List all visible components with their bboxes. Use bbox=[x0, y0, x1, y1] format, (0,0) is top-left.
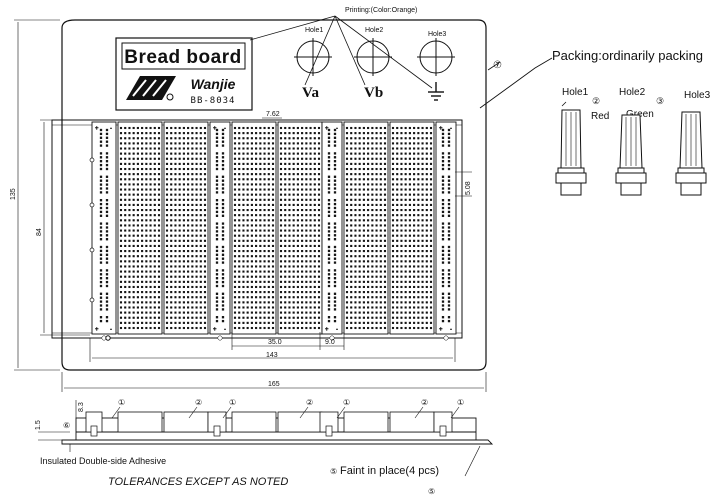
side-callout: ② bbox=[306, 398, 313, 407]
dim-row-marker bbox=[455, 171, 472, 197]
dim-width-143: 143 bbox=[266, 352, 278, 359]
ground-icon bbox=[428, 82, 444, 101]
faint-note: Faint in place(4 pcs) bbox=[340, 465, 439, 477]
strip-module bbox=[435, 121, 457, 335]
adhesive-note: Insulated Double-side Adhesive bbox=[40, 456, 166, 466]
strip-module bbox=[321, 121, 343, 335]
dim-side-83: 8.3 bbox=[78, 402, 85, 412]
logo-brand: Wanjie bbox=[191, 76, 236, 92]
packing-leader bbox=[479, 57, 553, 109]
dim-height-inner: 84 bbox=[36, 228, 43, 236]
callout-7: ⑦ bbox=[493, 60, 502, 71]
side-callout: ① bbox=[229, 398, 236, 407]
faint-num: ⑤ bbox=[428, 487, 435, 496]
hole1-label: Hole1 bbox=[305, 27, 323, 34]
svg-text:-: - bbox=[224, 327, 226, 333]
post2-label: Hole2 bbox=[619, 87, 646, 98]
svg-text:+: + bbox=[95, 126, 99, 132]
svg-text:-: - bbox=[110, 126, 112, 132]
svg-text:+: + bbox=[213, 126, 217, 132]
svg-text:+: + bbox=[213, 327, 217, 333]
dim-left bbox=[14, 19, 90, 371]
post2-num: ③ bbox=[656, 96, 664, 106]
hole3-label: Hole3 bbox=[428, 31, 446, 38]
post3-label: Hole3 bbox=[684, 90, 711, 101]
post-3: Hole3 bbox=[675, 90, 711, 196]
side-callout: ② bbox=[195, 398, 202, 407]
svg-text:+: + bbox=[325, 126, 329, 132]
printing-note: Printing:(Color:Orange) bbox=[345, 7, 417, 14]
logo-model: BB-8034 bbox=[191, 96, 236, 106]
post-2: Hole2 ③ Green bbox=[615, 87, 664, 196]
side-teeth bbox=[85, 411, 453, 437]
dim-bottom bbox=[61, 332, 487, 392]
hole2-label: Hole2 bbox=[365, 27, 383, 34]
post1-label: Hole1 bbox=[562, 87, 589, 98]
svg-text:-: - bbox=[224, 126, 226, 132]
svg-text:+: + bbox=[95, 327, 99, 333]
dim-side-15: 1.5 bbox=[35, 420, 42, 430]
callout-6: ⑥ bbox=[63, 421, 70, 430]
post1-color: Red bbox=[591, 111, 609, 122]
printing-leaders bbox=[249, 15, 433, 89]
side-dims bbox=[38, 400, 77, 441]
post1-num: ② bbox=[592, 96, 600, 106]
hole2-sub: Vb bbox=[364, 85, 383, 101]
side-callout: ① bbox=[118, 398, 125, 407]
breadboard-modules: + - + - + - + - + - + - + - + - bbox=[51, 119, 463, 341]
side-callout: ① bbox=[343, 398, 350, 407]
binding-posts: Hole1 ② Red Hole2 ③ Green Hole3 bbox=[555, 87, 711, 196]
packing-note: Packing:ordinarily packing bbox=[552, 48, 703, 63]
post-1: Hole1 ② Red bbox=[555, 87, 609, 196]
strip-module bbox=[91, 121, 117, 335]
svg-text:+: + bbox=[439, 327, 443, 333]
hole1-sub: Va bbox=[302, 85, 319, 101]
svg-text:-: - bbox=[336, 126, 338, 132]
logo-title: Bread board bbox=[124, 47, 241, 68]
dim-pitch: 7.62 bbox=[266, 111, 280, 118]
side-callout: ① bbox=[457, 398, 464, 407]
svg-text:-: - bbox=[110, 327, 112, 333]
dim-row: 5.08 bbox=[465, 181, 472, 195]
faint-leader bbox=[464, 445, 481, 477]
dim-width-165: 165 bbox=[268, 381, 280, 388]
dim-span-35: 35.0 bbox=[268, 339, 282, 346]
svg-text:-: - bbox=[336, 327, 338, 333]
strip-module bbox=[209, 121, 231, 335]
board-holes bbox=[294, 38, 455, 76]
dim-height-outer: 135 bbox=[10, 188, 17, 200]
tolerance-note: TOLERANCES EXCEPT AS NOTED bbox=[108, 476, 288, 488]
svg-text:-: - bbox=[450, 126, 452, 132]
faint-callout: ⑤ bbox=[330, 467, 337, 476]
svg-text:+: + bbox=[325, 327, 329, 333]
logo-block: Bread board Wanjie BB-8034 bbox=[115, 37, 253, 111]
board-top-view bbox=[61, 19, 487, 371]
svg-text:+: + bbox=[439, 126, 443, 132]
logo-mark bbox=[126, 76, 176, 101]
svg-text:-: - bbox=[450, 327, 452, 333]
side-callout: ② bbox=[421, 398, 428, 407]
dim-span-9: 9.0 bbox=[325, 339, 335, 346]
side-callouts: ① ② ① ② ① ② ① bbox=[111, 398, 464, 419]
